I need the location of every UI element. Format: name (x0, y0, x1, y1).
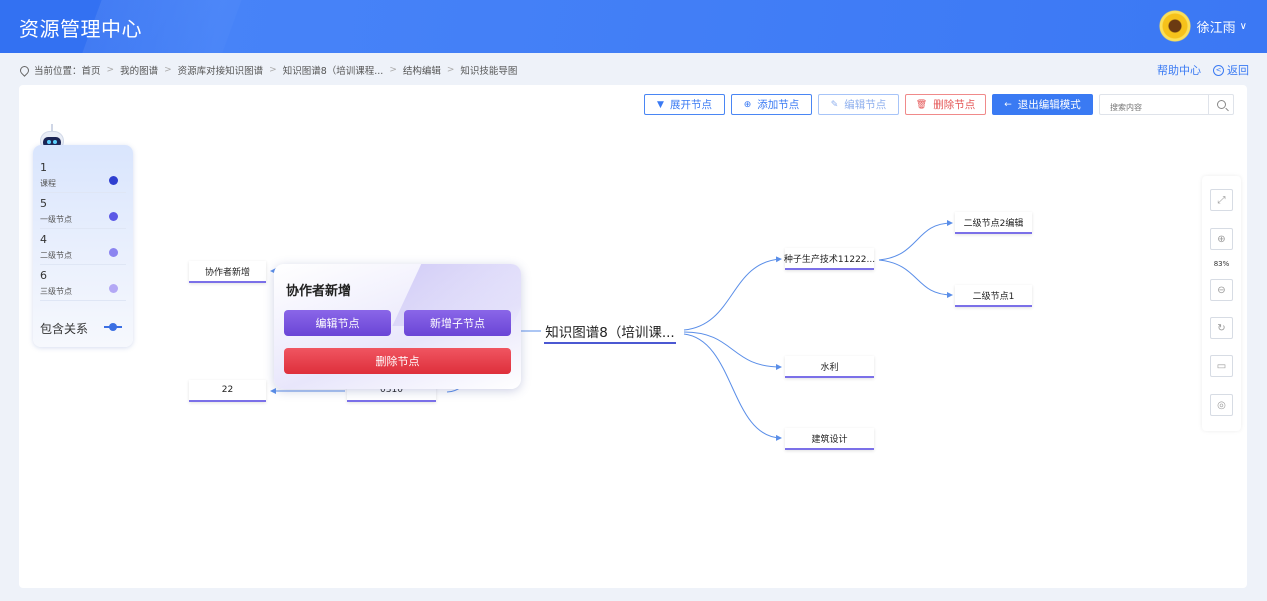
popup-title: 协作者新增 (286, 284, 352, 299)
legend-label: 二级节点 (40, 251, 72, 260)
mindmap-node[interactable]: 二级节点1 (955, 285, 1032, 307)
link-seed-child2 (878, 259, 953, 298)
mindmap-node[interactable]: 水利 (785, 356, 874, 378)
search-box[interactable] (1099, 94, 1234, 117)
mindmap-node-root[interactable]: 知识图谱8（培训课... (544, 320, 676, 344)
back-arrow-icon[interactable]: < (1213, 64, 1224, 76)
mindmap-node[interactable]: 种子生产技术11222... (784, 248, 875, 270)
user-name[interactable]: 徐江雨 (1196, 20, 1236, 36)
delete-node-button[interactable]: 🗑 删除节点 (905, 94, 986, 115)
legend-panel: 1 课程 5 一级节点 4 二级节点 6 三级节点 包含关系 (33, 145, 133, 347)
breadcrumb-item-current: 知识技能导图 (460, 66, 518, 77)
link-root-water (683, 331, 782, 370)
breadcrumb-prefix: 当前位置： (34, 66, 82, 77)
popup-delete-node-button[interactable]: 删除节点 (284, 348, 511, 374)
legend-relation-label: 包含关系 (40, 322, 89, 336)
back-link-label[interactable]: 返回 (1227, 64, 1249, 77)
zoom-level: 83% (1213, 260, 1230, 268)
exit-edit-mode-button[interactable]: ← 退出编辑模式 (992, 94, 1093, 115)
delete-node-label: 删除节点 (933, 99, 976, 111)
expand-nodes-label: 展开节点 (669, 99, 712, 111)
legend-item-course: 1 课程 (40, 159, 126, 193)
mindmap-node[interactable]: 22 (189, 380, 266, 402)
zoom-in-icon[interactable]: ⊕ (1210, 228, 1233, 250)
fullscreen-icon[interactable]: ⤢ (1210, 189, 1233, 211)
caret-down-icon: ▼ (657, 99, 664, 110)
chevron-down-icon[interactable]: ∨ (1239, 20, 1247, 32)
legend-count: 6 (40, 269, 47, 282)
legend-dot (109, 176, 118, 185)
app-header: 资源管理中心 徐江雨 ∨ (0, 0, 1267, 53)
legend-count: 1 (40, 161, 47, 174)
edit-node-label: 编辑节点 (844, 99, 887, 111)
zoom-toolbar: ⤢ ⊕ 83% ⊖ ↻ ▭ ◎ (1202, 176, 1241, 431)
breadcrumb-item-graph[interactable]: 知识图谱8（培训课程... (282, 66, 384, 77)
search-input[interactable] (1100, 98, 1208, 117)
mindmap-node[interactable]: 二级节点2编辑 (955, 212, 1032, 234)
legend-item-level3: 6 三级节点 (40, 267, 126, 301)
chevron-right-icon: > (106, 65, 115, 75)
chevron-right-icon: > (269, 65, 277, 75)
legend-dot (109, 212, 118, 221)
node-action-popup: 协作者新增 编辑节点 新增子节点 删除节点 (274, 264, 521, 389)
breadcrumb-item-home[interactable]: 首页 (81, 66, 101, 77)
image-export-icon[interactable]: ▭ (1210, 355, 1233, 377)
plus-circle-icon: ⊕ (743, 99, 752, 110)
search-icon (1216, 100, 1226, 109)
link-root-seed (683, 256, 782, 331)
legend-dot (109, 284, 118, 293)
chevron-right-icon: > (446, 65, 455, 75)
relation-line-icon (104, 323, 122, 331)
legend-label: 一级节点 (40, 215, 72, 224)
mindmap-canvas[interactable] (19, 85, 1247, 588)
mindmap-node-selected[interactable]: 协作者新增 (189, 261, 266, 283)
legend-dot (109, 248, 118, 257)
exit-edit-mode-label: 退出编辑模式 (1017, 99, 1081, 111)
edit-icon: ✎ (830, 99, 839, 110)
avatar[interactable] (1158, 10, 1191, 42)
zoom-out-icon[interactable]: ⊖ (1210, 279, 1233, 301)
breadcrumb: 当前位置： 首页 > 我的图谱 > 资源库对接知识图谱 > 知识图谱8（培训课程… (18, 62, 518, 78)
search-button[interactable] (1208, 95, 1233, 114)
legend-item-level2: 4 二级节点 (40, 231, 126, 265)
add-node-label: 添加节点 (757, 99, 800, 111)
link-seed-child1 (878, 220, 953, 261)
refresh-icon[interactable]: ↻ (1210, 317, 1233, 339)
popup-add-child-button[interactable]: 新增子节点 (404, 310, 511, 336)
user-menu[interactable]: 徐江雨 ∨ (1158, 10, 1247, 42)
help-center-link[interactable]: 帮助中心 (1157, 64, 1201, 77)
mindmap-node[interactable]: 建筑设计 (785, 428, 874, 450)
popup-edit-node-button[interactable]: 编辑节点 (284, 310, 391, 336)
legend-label: 课程 (40, 179, 56, 188)
trash-icon: 🗑 (915, 99, 928, 110)
link-root-arch (683, 333, 782, 441)
locate-icon[interactable]: ◎ (1210, 394, 1233, 416)
back-link[interactable]: < 返回 (1213, 62, 1249, 78)
arrow-left-icon: ← (1004, 99, 1012, 110)
add-node-button[interactable]: ⊕ 添加节点 (731, 94, 812, 115)
legend-item-level1: 5 一级节点 (40, 195, 126, 229)
breadcrumb-item-repo[interactable]: 资源库对接知识图谱 (177, 66, 264, 77)
breadcrumb-item-my-graph[interactable]: 我的图谱 (120, 66, 159, 77)
app-title: 资源管理中心 (19, 17, 142, 41)
chevron-right-icon: > (164, 65, 172, 75)
chevron-right-icon: > (389, 65, 397, 75)
breadcrumb-item-structure[interactable]: 结构编辑 (402, 66, 441, 77)
edit-node-button[interactable]: ✎ 编辑节点 (818, 94, 899, 115)
expand-nodes-button[interactable]: ▼ 展开节点 (644, 94, 725, 115)
legend-label: 三级节点 (40, 287, 72, 296)
legend-count: 5 (40, 197, 47, 210)
legend-count: 4 (40, 233, 47, 246)
